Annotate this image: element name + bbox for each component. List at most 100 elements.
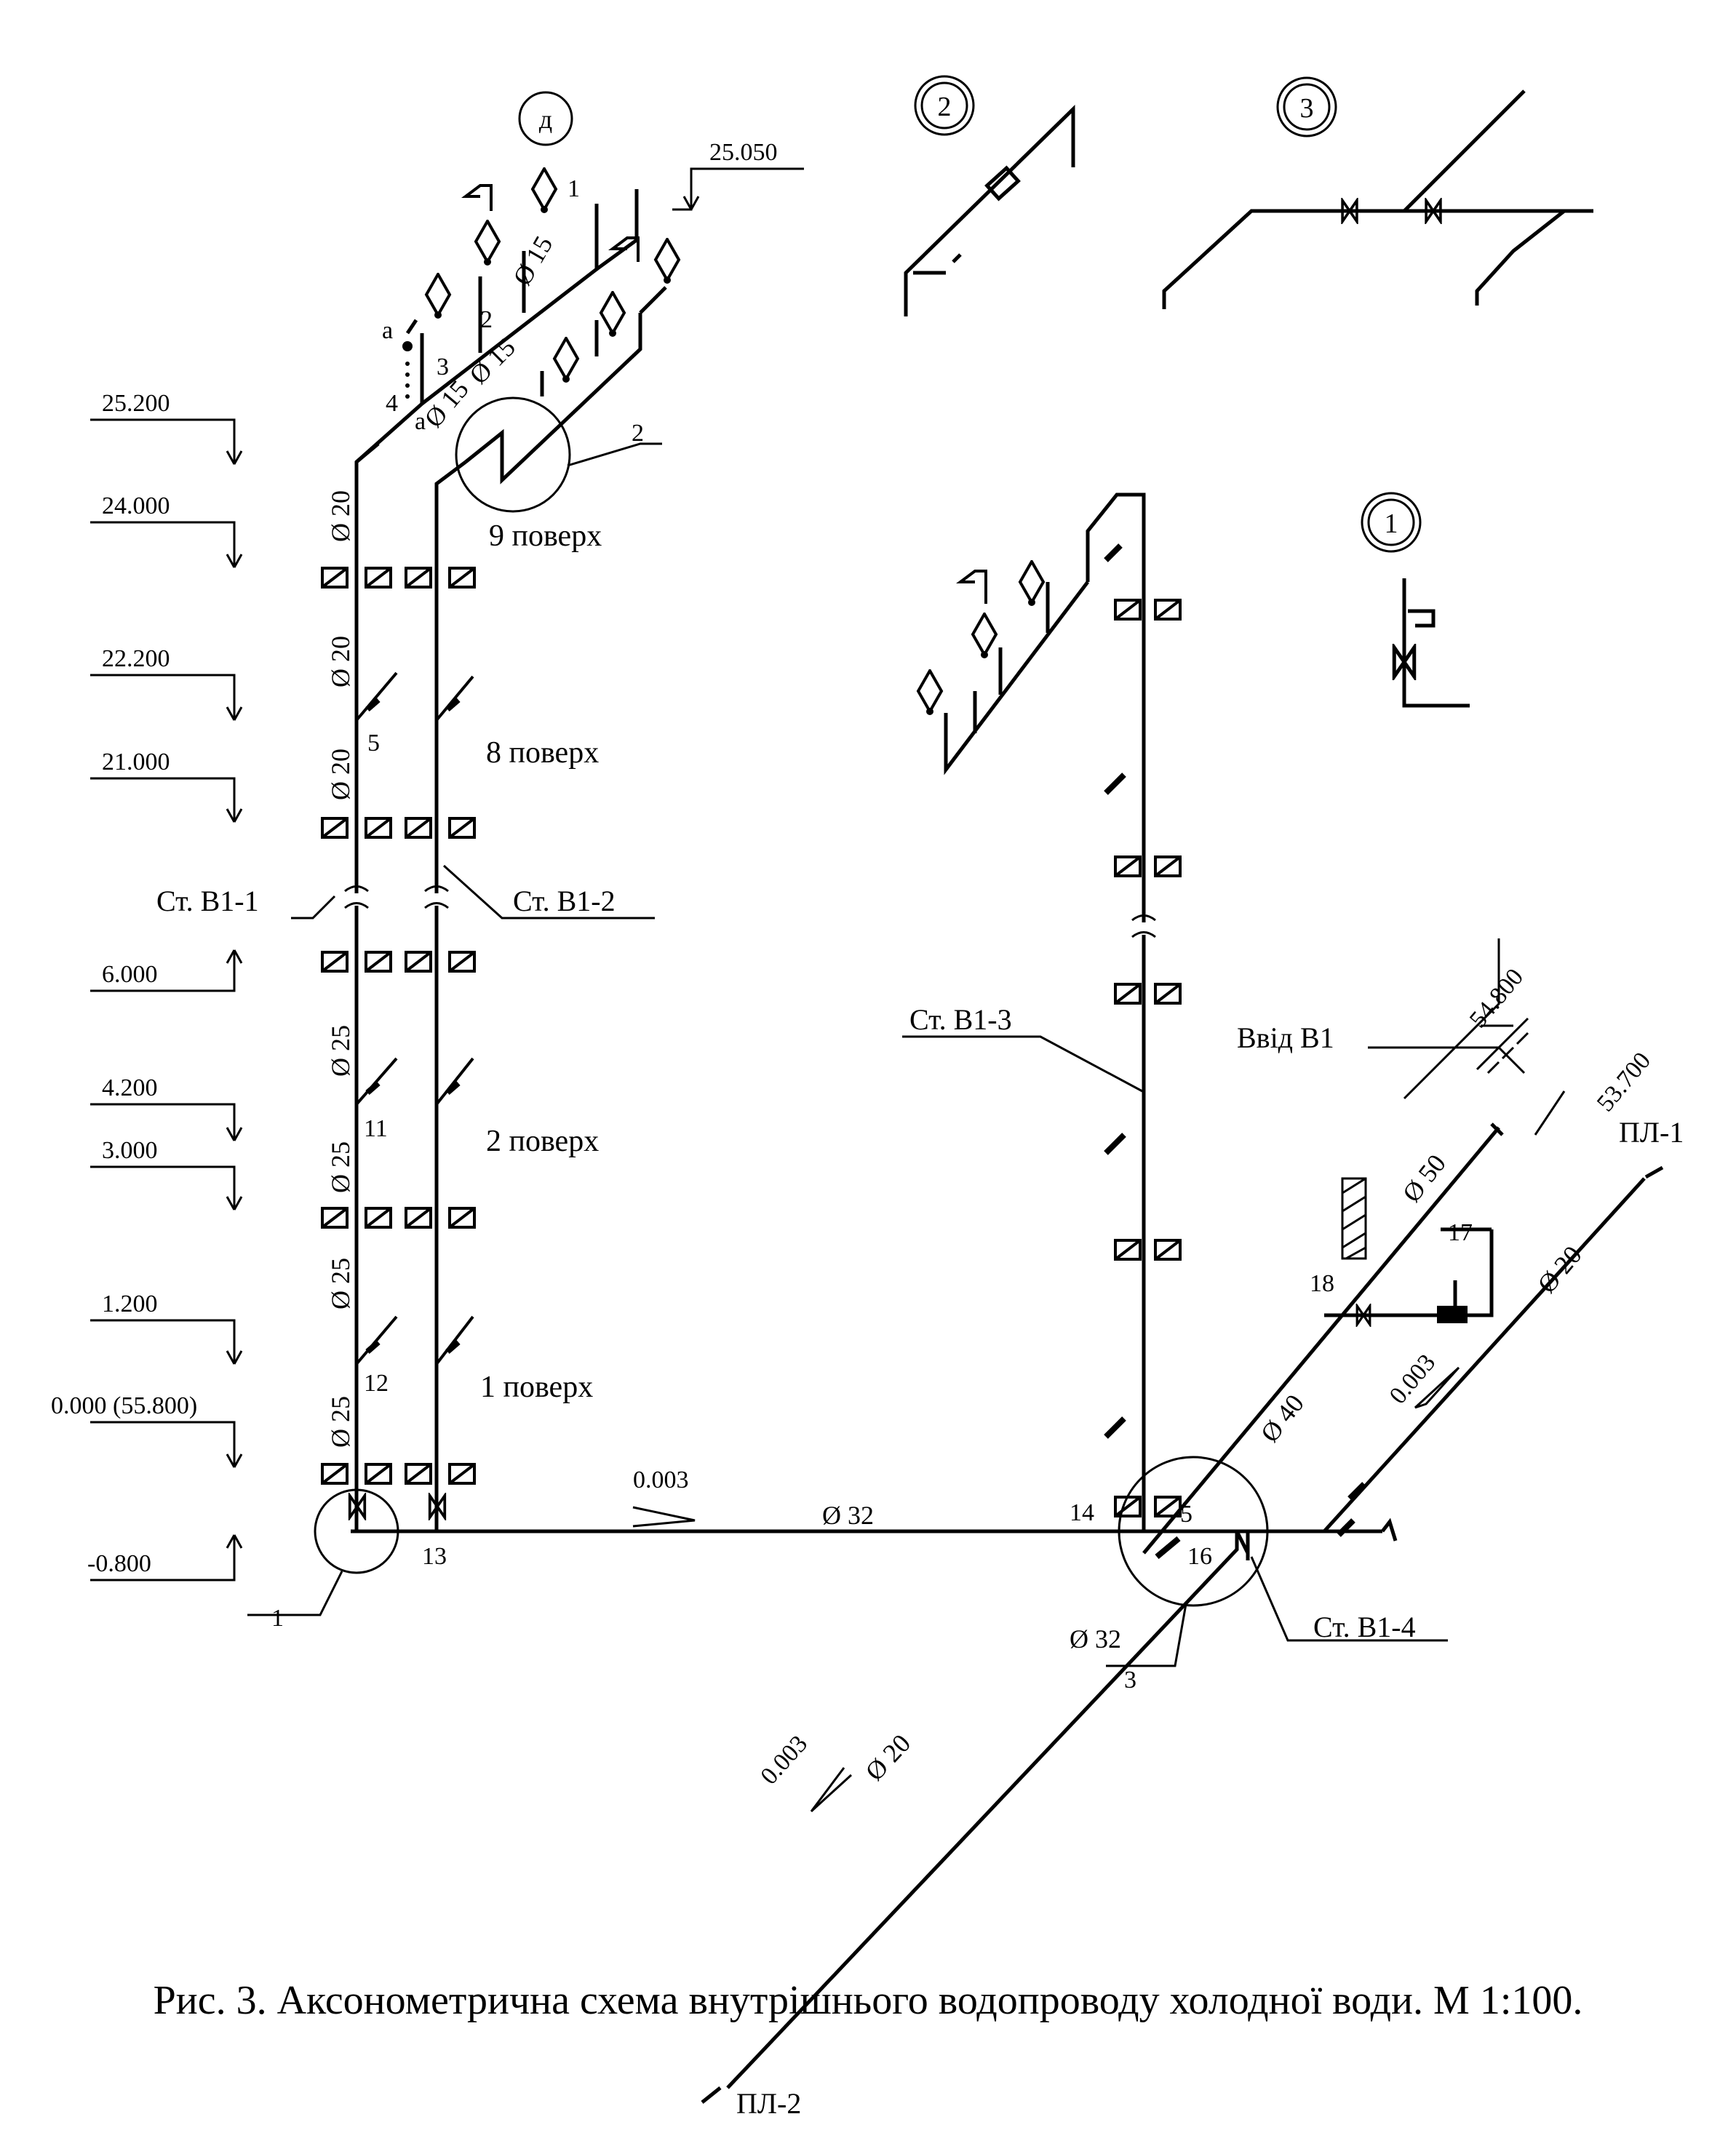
slope-label: 0.003 xyxy=(755,1731,813,1790)
diameter-label: Ø 32 xyxy=(1070,1624,1121,1654)
tap-icon xyxy=(553,337,579,383)
detail-marker-3: 3 xyxy=(1276,76,1337,137)
leader-input xyxy=(1368,1046,1526,1074)
leader-b1-2 xyxy=(442,864,655,920)
diameter-label: Ø 40 xyxy=(1255,1389,1310,1448)
slope-arrow xyxy=(810,1767,853,1813)
detail-circle-2 xyxy=(455,396,571,513)
main-pipe xyxy=(351,1517,1398,1541)
slope-label: 0.003 xyxy=(1385,1349,1441,1409)
tap-icon xyxy=(1019,560,1045,607)
stand-labels: Ст. В1-1 Ст. В1-2 Ст. В1-3 Ст. В1-4 Ввід… xyxy=(156,885,1416,1643)
stand-b1-3-label: Ст. В1-3 xyxy=(909,1003,1012,1036)
level-leaders xyxy=(90,167,804,1581)
number-label: 1 xyxy=(271,1605,284,1632)
number-labels: 1 2 3 4 а а 2 5 11 12 13 1 14 5 16 3 17 … xyxy=(271,175,1473,1694)
level-54800: 54.800 xyxy=(1465,964,1529,1033)
detail-2-sketch xyxy=(904,105,1075,316)
diameter-label: Ø 20 xyxy=(326,749,355,800)
number-label: 16 xyxy=(1187,1543,1212,1570)
number-label: 18 xyxy=(1310,1270,1334,1297)
floor-2-label: 2 поверх xyxy=(486,1125,599,1158)
leader-b1-3 xyxy=(902,1035,1143,1093)
meter-icon xyxy=(1437,1306,1468,1323)
diameter-label: Ø 32 xyxy=(822,1501,874,1530)
floor-9-label: 9 поверх xyxy=(489,519,602,553)
diameter-label: Ø 25 xyxy=(326,1025,355,1077)
input-pipe xyxy=(701,1122,1664,2104)
riser-b1-3 xyxy=(944,492,1156,1531)
leader-3 xyxy=(1106,1603,1187,1667)
stand-b1-4-label: Ст. В1-4 xyxy=(1313,1611,1416,1643)
diameter-label: Ø 15 xyxy=(463,332,520,389)
level-21000: 21.000 xyxy=(102,749,170,775)
leader-2 xyxy=(567,442,662,467)
svg-text:д: д xyxy=(539,105,552,134)
level-53700: 53.700 xyxy=(1592,1048,1656,1117)
number-label: 2 xyxy=(480,306,493,333)
level-1200: 1.200 xyxy=(102,1291,158,1317)
slope-label: 0.003 xyxy=(633,1467,689,1493)
diameter-label: Ø 20 xyxy=(326,490,355,542)
leader-54800 xyxy=(1403,938,1513,1100)
stand-b1-2-label: Ст. В1-2 xyxy=(513,885,616,917)
tap-icon xyxy=(971,613,998,659)
slope-arrow xyxy=(632,1506,696,1528)
tap-icon xyxy=(600,291,626,338)
shower-icon xyxy=(461,184,640,262)
figure-caption: Рис. 3. Аксонометрична схема внутрішньог… xyxy=(154,1978,1583,2023)
riser-b1-2 xyxy=(424,460,467,1531)
number-label: 11 xyxy=(364,1115,388,1142)
detail-circle-1 xyxy=(314,1488,399,1574)
detail-circle-3 xyxy=(1118,1456,1269,1607)
number-label: а xyxy=(415,408,426,435)
level-24000: 24.000 xyxy=(102,492,170,519)
diameter-label: Ø 25 xyxy=(326,1258,355,1309)
level-minus-0800: -0.800 xyxy=(87,1550,151,1577)
level-6000: 6.000 xyxy=(102,961,158,988)
diameter-label: Ø 25 xyxy=(326,1396,355,1448)
floor-8-label: 8 поверх xyxy=(486,736,599,770)
diameter-label: Ø 20 xyxy=(326,636,355,687)
level-25200: 25.200 xyxy=(102,390,170,417)
level-labels: 25.050 25.200 24.000 22.200 21.000 6.000… xyxy=(51,139,778,1577)
tap-icon xyxy=(425,273,451,319)
level-25050: 25.050 xyxy=(709,139,778,166)
leader-1 xyxy=(247,1571,343,1616)
diameter-label: Ø 25 xyxy=(326,1141,355,1193)
wall-hatch xyxy=(1341,1017,1529,1260)
number-label: 14 xyxy=(1070,1499,1094,1526)
tap-icon xyxy=(917,669,943,716)
leader-53700 xyxy=(1534,1090,1566,1136)
number-label: 3 xyxy=(437,354,449,380)
number-label: 3 xyxy=(1124,1667,1136,1694)
branch-labels: ПЛ-1 ПЛ-2 xyxy=(736,1116,1684,2120)
svg-text:1: 1 xyxy=(1385,508,1398,539)
number-label: 5 xyxy=(367,730,380,757)
svg-text:2: 2 xyxy=(938,92,952,122)
number-label: 1 xyxy=(568,175,580,202)
point-a xyxy=(402,341,413,351)
leader-b1-4 xyxy=(1250,1556,1448,1642)
level-4200: 4.200 xyxy=(102,1074,158,1101)
number-label: 2 xyxy=(632,420,644,447)
branch-pl-2-label: ПЛ-2 xyxy=(736,2087,801,2120)
detail-marker-2: 2 xyxy=(914,75,975,136)
number-label: 12 xyxy=(364,1370,389,1397)
detail-marker-d: д xyxy=(518,91,573,146)
slope-arrow xyxy=(1414,1366,1460,1409)
level-22200: 22.200 xyxy=(102,645,170,672)
level-3000: 3.000 xyxy=(102,1137,158,1164)
tap-icon xyxy=(474,220,501,266)
svg-text:3: 3 xyxy=(1300,93,1314,124)
number-label: 17 xyxy=(1448,1219,1473,1246)
shower-icon xyxy=(956,570,987,604)
top-distribution-left xyxy=(355,189,667,484)
level-0000: 0.000 (55.800) xyxy=(51,1392,197,1419)
input-b1-label: Ввід В1 xyxy=(1237,1021,1334,1054)
tap-icon xyxy=(531,167,557,214)
detail-marker-1: 1 xyxy=(1361,492,1422,553)
detail-3-sketch xyxy=(1162,89,1593,309)
number-label: а xyxy=(382,317,393,344)
